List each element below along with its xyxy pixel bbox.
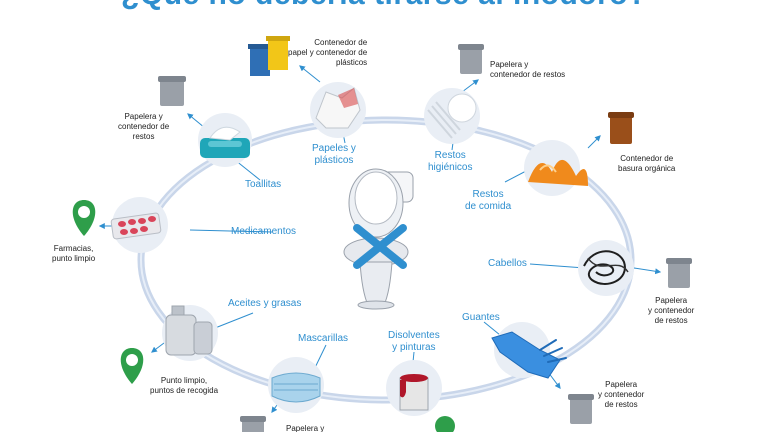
- arrow-restos-higienicos: [461, 79, 479, 93]
- arrow-papeles: [299, 65, 321, 83]
- gloves-illustration: [491, 322, 567, 379]
- medicine-illustration: [110, 197, 168, 253]
- recycling-bins-icon: [248, 36, 290, 76]
- trash-bin-icon-toallitas: [158, 76, 186, 106]
- arrow-restos-comida: [587, 135, 601, 149]
- trash-bin-icon-guantes: [568, 394, 594, 424]
- label-medicamentos: Medicamentos: [231, 226, 297, 237]
- page-title: ¿Qué no debería tirarse al inodoro?: [0, 0, 768, 12]
- label-toallitas: Toallitas: [245, 179, 282, 190]
- label-aceites: Aceites y grasas: [228, 298, 302, 309]
- paper-plastic-illustration: [310, 82, 366, 138]
- dest-mascarillas: Papelera y: [286, 424, 325, 432]
- trash-bin-icon-mascarillas: [240, 416, 266, 432]
- arrow-cabellos: [633, 267, 662, 275]
- food-waste-illustration: [524, 140, 588, 196]
- label-cabellos: Cabellos: [488, 258, 527, 269]
- hygiene-waste-illustration: [424, 88, 480, 144]
- hair-illustration: [578, 240, 634, 296]
- organic-bin-icon: [608, 112, 634, 144]
- recycle-location-icon: [120, 348, 144, 384]
- face-mask-illustration: [268, 357, 324, 413]
- wipes-illustration: [198, 113, 252, 167]
- cross-mark: [353, 224, 407, 269]
- pharmacy-location-icon: [72, 200, 96, 236]
- recycle-icon-disolventes: [435, 416, 455, 432]
- paint-can-illustration: [386, 360, 442, 416]
- trash-bin-icon-cabellos: [666, 258, 692, 288]
- label-mascarillas: Mascarillas: [298, 333, 349, 344]
- trash-bin-icon-restos-higienicos: [458, 44, 484, 74]
- dest-medicamentos: Farmacias,punto limpio: [52, 244, 96, 263]
- oil-bottle-illustration: [162, 305, 218, 361]
- dest-aceites: Punto limpio,puntos de recogida: [150, 376, 219, 395]
- toilet-illustration: [343, 168, 414, 310]
- label-guantes: Guantes: [462, 312, 500, 323]
